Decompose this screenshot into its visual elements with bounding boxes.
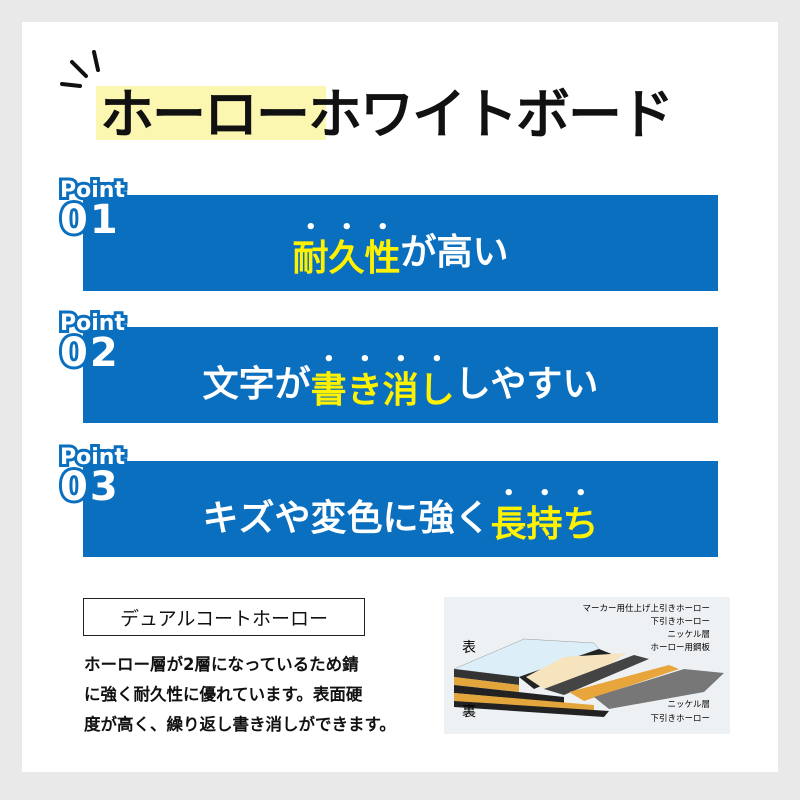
text: 文字が bbox=[202, 364, 311, 405]
burst-lines-icon bbox=[60, 50, 100, 88]
layer-label: ニッケル層 bbox=[667, 630, 710, 640]
em-text: 書き消し bbox=[310, 370, 455, 411]
layer-label: ホーロー用鋼板 bbox=[650, 643, 710, 653]
feature-description: ホーロー層が2層になっているため錆に強く耐久性に優れています。表面硬度が高く、繰… bbox=[84, 655, 396, 734]
title-highlight bbox=[96, 86, 326, 140]
page-title: ホーローホワイトボード bbox=[100, 83, 674, 146]
layer-label: マーカー用仕上げ上引きホーロー bbox=[582, 604, 710, 614]
em-text: 長持ち bbox=[490, 504, 599, 545]
front-label: 表 bbox=[462, 640, 476, 656]
layer-diagram: 表 裏 マーカー用仕上げ上引きホーロー 下引きホーロー ニッケル層 ホーロー用鋼… bbox=[444, 597, 730, 734]
feature-heading: デュアルコートホーロー bbox=[83, 598, 365, 636]
text: しやすい bbox=[454, 364, 599, 405]
point-banner-3: キズや変色に強く長持ち bbox=[83, 461, 718, 557]
layer-label: ニッケル層 bbox=[667, 700, 710, 710]
layer-label: 下引きホーロー bbox=[650, 714, 710, 724]
layer-label: 下引きホーロー bbox=[650, 617, 710, 627]
point-banner-2: 文字が書き消ししやすい bbox=[83, 327, 718, 423]
text: が高い bbox=[400, 232, 509, 273]
em-text: 耐久性 bbox=[292, 238, 401, 279]
text: キズや変色に強く bbox=[202, 498, 491, 539]
point-banner-1: 耐久性が高い bbox=[83, 195, 718, 291]
back-label: 裏 bbox=[462, 704, 476, 720]
